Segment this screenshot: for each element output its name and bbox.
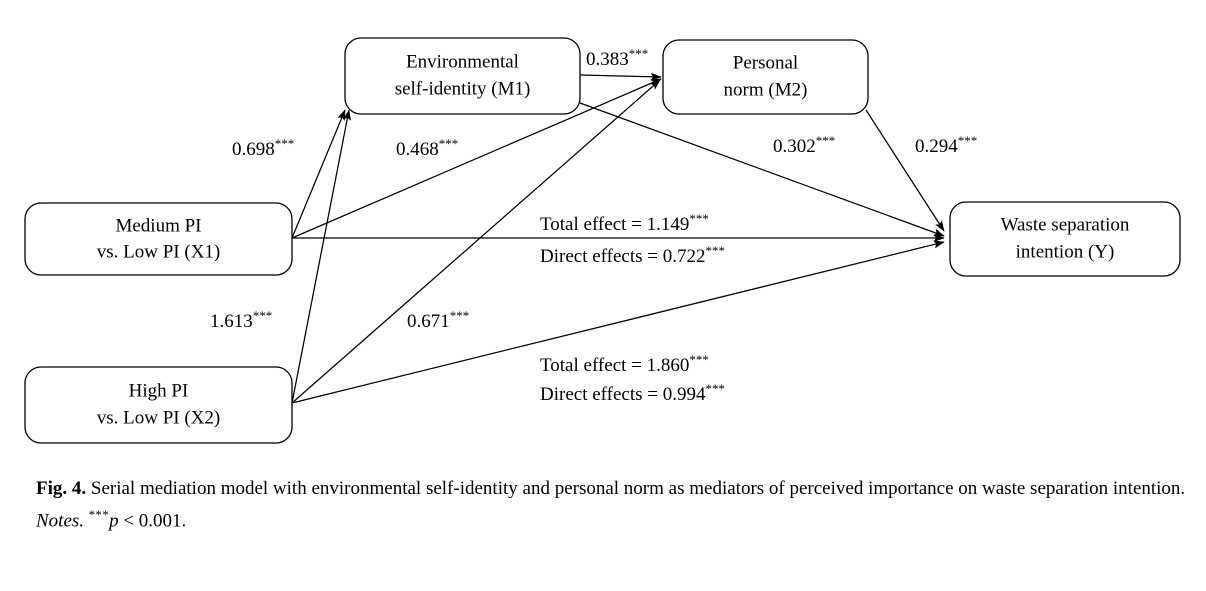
caption-notes-stars: *** — [88, 508, 110, 523]
figure-caption: Fig. 4. Serial mediation model with envi… — [36, 472, 1186, 535]
effect-x1-direct: Direct effects = 0.722*** — [540, 243, 725, 268]
node-m1-line2: self-identity (M1) — [395, 78, 531, 99]
node-x1[interactable]: Medium PI vs. Low PI (X1) — [24, 202, 293, 276]
caption-main-line: Fig. 4. Serial mediation model with envi… — [36, 472, 1186, 505]
node-m2-box — [662, 39, 869, 115]
coef-x1-to-m1: 0.698*** — [232, 136, 294, 161]
caption-notes-p: p — [109, 510, 119, 532]
node-y[interactable]: Waste separation intention (Y) — [949, 201, 1181, 277]
node-m1[interactable]: Environmental self-identity (M1) — [344, 37, 581, 115]
effects-x1: Total effect = 1.149*** Direct effects =… — [540, 211, 725, 268]
node-m2-line1: Personal — [733, 52, 798, 73]
path-edges — [291, 72, 945, 404]
effect-x2-total: Total effect = 1.860*** — [540, 352, 709, 377]
effect-x1-total: Total effect = 1.149*** — [540, 211, 709, 236]
coef-x2-to-m1: 1.613*** — [210, 308, 272, 333]
coef-m2-to-y: 0.294*** — [915, 133, 977, 158]
caption-figure-text: Serial mediation model with environmenta… — [86, 478, 1186, 499]
coef-m1-to-m2: 0.383*** — [586, 46, 648, 71]
caption-notes-text: < 0.001. — [118, 510, 187, 532]
coef-x2-to-m2: 0.671*** — [407, 308, 469, 333]
node-x2[interactable]: High PI vs. Low PI (X2) — [24, 366, 293, 444]
node-y-line1: Waste separation — [1001, 214, 1130, 235]
effect-x2-direct: Direct effects = 0.994*** — [540, 381, 725, 406]
node-x1-line1: Medium PI — [115, 215, 201, 236]
edge-x2-to-m1 — [291, 109, 351, 404]
effects-x2: Total effect = 1.860*** Direct effects =… — [540, 352, 725, 406]
edge-m1-to-m2 — [579, 72, 662, 81]
node-x1-line2: vs. Low PI (X1) — [97, 241, 221, 262]
caption-notes-line: Notes. ***p < 0.001. — [36, 507, 1186, 535]
caption-figure-label: Fig. 4. — [36, 478, 87, 499]
node-y-line2: intention (Y) — [1016, 241, 1115, 262]
node-m1-box — [344, 37, 581, 115]
node-m2[interactable]: Personal norm (M2) — [662, 39, 869, 115]
caption-notes-label: Notes. — [36, 510, 85, 532]
node-x2-line1: High PI — [129, 380, 189, 401]
node-x2-box — [24, 366, 293, 444]
coef-m1-to-y: 0.302*** — [773, 133, 835, 158]
node-x1-box — [24, 202, 293, 276]
node-y-box — [949, 201, 1181, 277]
edge-x2-to-y-direct — [291, 240, 945, 404]
edge-x2-to-m2 — [291, 79, 661, 404]
coef-x1-to-m2: 0.468*** — [396, 136, 458, 161]
edge-m1-to-y — [579, 102, 945, 237]
edge-m2-to-y — [865, 109, 945, 232]
node-m1-line1: Environmental — [406, 51, 519, 72]
node-x2-line2: vs. Low PI (X2) — [97, 407, 221, 428]
edge-x1-to-m1 — [291, 109, 346, 239]
coefficient-labels: 0.698*** 0.468*** 1.613*** 0.671*** 0.38… — [210, 46, 977, 333]
node-m2-line2: norm (M2) — [724, 79, 808, 100]
edge-x1-to-m2 — [291, 78, 662, 239]
